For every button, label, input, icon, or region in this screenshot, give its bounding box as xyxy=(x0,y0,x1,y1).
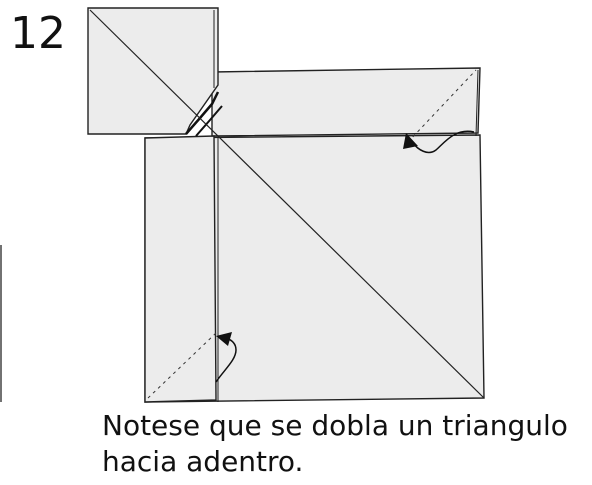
caption-line-1: Notese que se dobla un triangulo xyxy=(102,409,568,442)
top-fold-arrow-head xyxy=(403,133,418,149)
inner-corner-fold xyxy=(185,91,220,135)
top-flap-inner-edge xyxy=(475,69,479,137)
step-number: 12 xyxy=(10,8,66,59)
bottom-fold-dotted-line xyxy=(147,332,217,399)
main-diagonal xyxy=(89,9,485,399)
top-flap xyxy=(211,67,481,137)
top-fold-arrow xyxy=(411,130,475,154)
bottom-fold-arrow xyxy=(215,337,237,383)
top-fold-dotted-line xyxy=(407,69,477,143)
origami-diagram xyxy=(0,7,485,403)
caption-line-2: hacia adentro. xyxy=(102,445,304,479)
inner-corner-fold-2 xyxy=(195,105,223,137)
caption: Notese que se dobla un triangulo hacia a… xyxy=(102,408,587,481)
bottom-fold-arrow-head xyxy=(216,332,232,346)
left-flap xyxy=(144,135,217,403)
